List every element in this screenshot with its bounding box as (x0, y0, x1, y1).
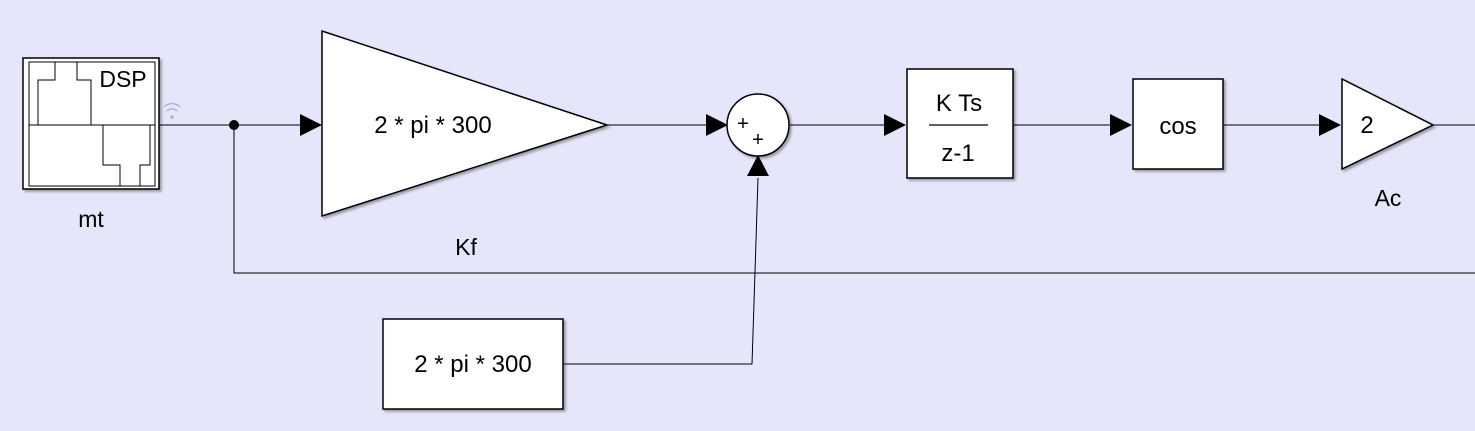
gain-ac-block[interactable]: 2 Ac (1341, 77, 1435, 211)
arrowhead-gain-input (300, 114, 322, 136)
gain-kf-name: Kf (455, 234, 477, 260)
arrowhead-sum-input-2 (747, 155, 769, 176)
cos-block[interactable]: cos (1132, 78, 1224, 170)
signal-source-name: mt (78, 206, 104, 232)
cos-function-label: cos (1159, 113, 1196, 140)
sum-circle (726, 93, 790, 157)
sum-sign-1: + (737, 113, 749, 135)
integrator-denominator: z-1 (941, 140, 974, 167)
arrowhead-integrator-input (884, 114, 906, 136)
integrator-box (906, 68, 1014, 179)
wireless-signal-icon (163, 103, 181, 119)
constant-value: 2 * pi * 300 (414, 351, 531, 378)
waveform-icon (28, 61, 156, 187)
line-constant-to-sum[interactable] (564, 177, 759, 365)
signal-lines (160, 124, 1475, 365)
signal-source-block[interactable]: DSP mt (22, 57, 181, 232)
sum-sign-2: + (752, 129, 764, 151)
gain-ac-value: 2 (1360, 112, 1373, 139)
sum-block[interactable]: + + (726, 93, 790, 157)
dsp-label: DSP (99, 66, 146, 92)
arrowhead-gain-ac-input (1319, 114, 1341, 136)
gain-ac-name: Ac (1375, 185, 1402, 211)
branch-point (229, 120, 239, 130)
cos-box (1132, 78, 1224, 170)
gain-kf-block[interactable]: 2 * pi * 300 Kf (321, 29, 610, 260)
arrowheads (300, 114, 1341, 176)
gain-ac-triangle (1341, 77, 1435, 171)
constant-block[interactable]: 2 * pi * 300 (382, 318, 564, 410)
arrowhead-cos-input (1110, 114, 1132, 136)
integrator-numerator: K Ts (936, 90, 982, 117)
arrowhead-sum-input-1 (706, 114, 728, 136)
integrator-block[interactable]: K Ts z-1 (906, 68, 1014, 179)
gain-kf-triangle (321, 29, 610, 218)
constant-box (382, 318, 564, 410)
line-branch-feedback[interactable] (233, 125, 1475, 274)
gain-kf-expression: 2 * pi * 300 (374, 112, 491, 139)
